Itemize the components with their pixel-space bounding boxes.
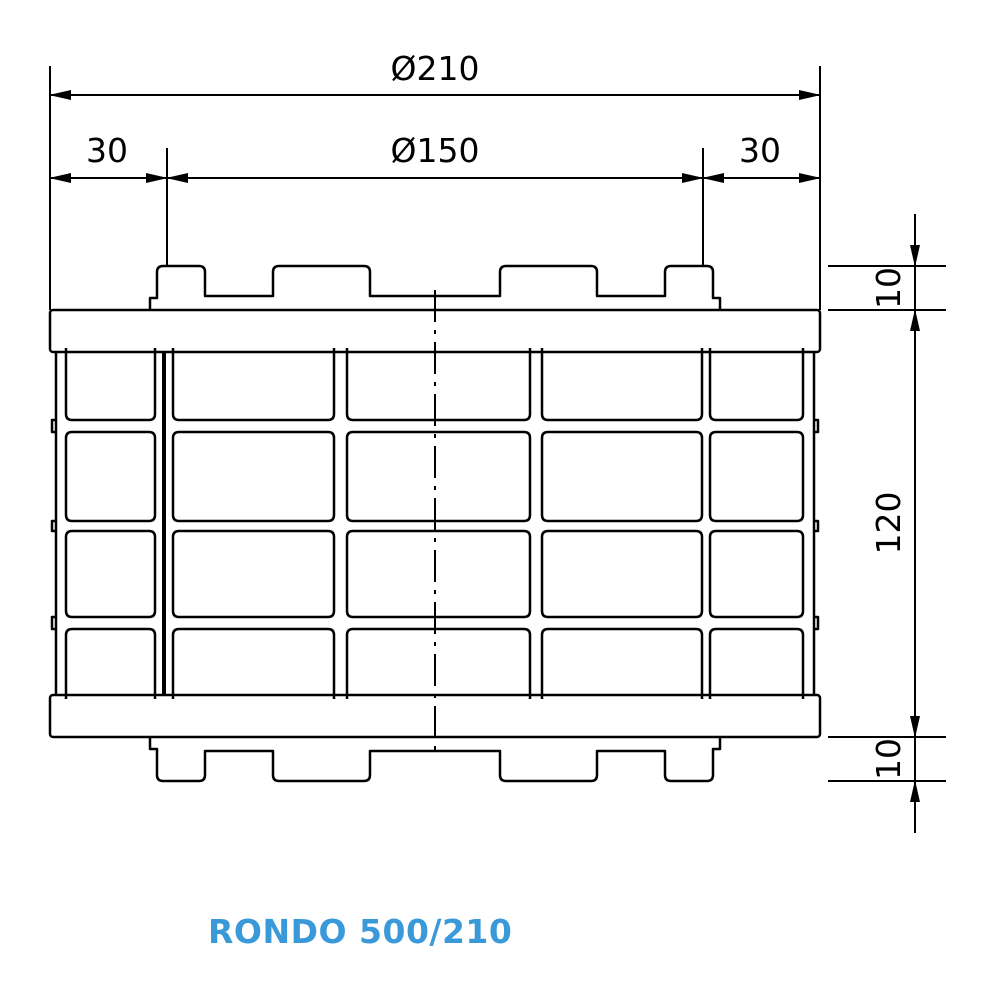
grid-cell [345,348,532,422]
grid-cell [64,627,157,699]
grid-cell [171,529,336,619]
grid-body [50,348,820,699]
grid-cell [345,627,532,699]
grid-cell [64,348,157,422]
grid-cell [345,529,532,619]
grid-cell [171,627,336,699]
grid-cell [540,627,704,699]
dim-label-right-offset: 30 [739,131,781,170]
grid-cell [64,529,157,619]
grid-cell [540,529,704,619]
dim-label-body: 120 [869,492,908,555]
grid-cell [708,348,805,422]
product-title: RONDO 500/210 [208,912,513,951]
rib-left [50,615,56,631]
rib-right [814,519,820,533]
grid-cell [345,430,532,523]
grid-cell [708,430,805,523]
grid-cell [64,430,157,523]
grid-cell [540,430,704,523]
dim-label-overall: Ø210 [391,49,480,88]
bottom-boss-profile [148,737,722,783]
grid-cell [171,348,336,422]
dim-label-inner: Ø150 [391,131,480,170]
grid-cell [540,348,704,422]
dim-label-bottom-boss: 10 [869,738,908,780]
grid-cell [708,627,805,699]
grid-cell [708,529,805,619]
rib-left [50,519,56,533]
dim-label-top-boss: 10 [869,267,908,309]
rib-left [50,418,56,434]
dim-label-left-offset: 30 [86,131,128,170]
rib-right [814,418,820,434]
grid-cell [171,430,336,523]
rib-right [814,615,820,631]
